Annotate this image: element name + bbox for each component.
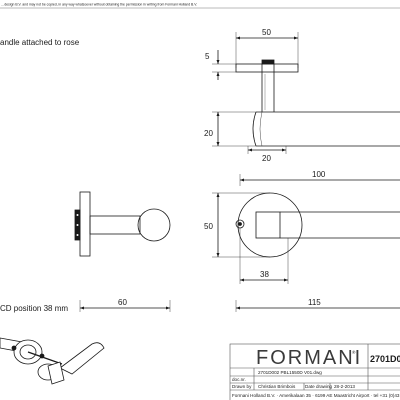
top-view — [212, 32, 400, 154]
mount-dots — [76, 214, 79, 236]
drawn-label: Drawn by — [232, 384, 252, 389]
arrowhead — [294, 36, 298, 40]
perspective-spindle — [27, 351, 63, 365]
rose-side-view — [79, 191, 91, 257]
lever-top-view — [252, 111, 400, 147]
arrowhead — [216, 60, 220, 64]
perspective-view — [0, 337, 105, 385]
doc-label: doc.nr. — [232, 377, 246, 382]
arrowhead — [236, 36, 240, 40]
perspective-lever-right-neck — [47, 361, 65, 385]
dim-lever-height: 20 — [204, 129, 213, 138]
perspective-screw — [11, 345, 17, 351]
drawn-value: Christian Brimbois — [258, 384, 296, 389]
date-label: Date drawing — [305, 384, 333, 389]
dim-lever-width: 20 — [262, 154, 271, 163]
dim-total-length: 115 — [308, 298, 321, 307]
mount-dot — [76, 234, 79, 236]
side-view — [74, 191, 171, 257]
arrowhead — [240, 178, 244, 182]
title-block-frame — [229, 343, 400, 400]
arrowhead — [236, 306, 240, 310]
cd-position-note: CD position 38 mm — [0, 304, 68, 313]
registered-mark: ® — [352, 349, 356, 355]
front-view — [212, 174, 400, 284]
arrowhead — [216, 142, 220, 146]
arrowhead — [216, 253, 220, 257]
dim-rose-thickness: 5 — [205, 52, 210, 61]
drawing-title-note: andle attached to rose — [0, 38, 80, 47]
dim-side-length: 60 — [118, 298, 127, 307]
side-dims — [79, 300, 400, 312]
neck-side-view — [89, 215, 141, 235]
lever-end-side-view — [137, 208, 171, 242]
arrowhead — [282, 148, 286, 152]
screw-hole-center — [238, 222, 242, 226]
company-address: Formani Holland B.V. · Amerikalaan 35 · … — [232, 393, 400, 398]
title-block — [229, 343, 400, 400]
mount-dot — [76, 224, 79, 226]
dim-cd-offset: 38 — [260, 270, 269, 279]
arrowhead — [216, 112, 220, 116]
lever-base-front — [255, 211, 281, 239]
perspective-lever-right — [59, 342, 105, 375]
arrowhead — [284, 278, 288, 282]
brand-logo-text: FORMANI — [256, 347, 362, 369]
copyright-notice: …design B.V. and may not be copied, in a… — [1, 3, 197, 7]
rose-screw-head — [261, 59, 275, 65]
dim-top-width: 50 — [262, 28, 271, 37]
rose-front-view — [237, 192, 303, 258]
lever-body-front — [280, 211, 400, 239]
lever-curve — [259, 111, 263, 147]
arrowhead — [216, 193, 220, 197]
arrowhead — [240, 278, 244, 282]
arrowhead — [166, 306, 170, 310]
doc-value: 2701D002 PBL1550D V01.dwg — [258, 370, 322, 375]
drawing-code: 2701D0 — [370, 354, 400, 364]
arrowhead — [216, 72, 220, 76]
arrowhead — [80, 306, 84, 310]
dim-lever-length: 100 — [312, 170, 326, 179]
dim-rose-diameter: 50 — [204, 222, 213, 231]
rose-top-view — [235, 63, 299, 73]
date-value: 28-2-2013 — [334, 384, 355, 389]
mount-dot — [76, 214, 79, 216]
arrowhead — [248, 148, 252, 152]
